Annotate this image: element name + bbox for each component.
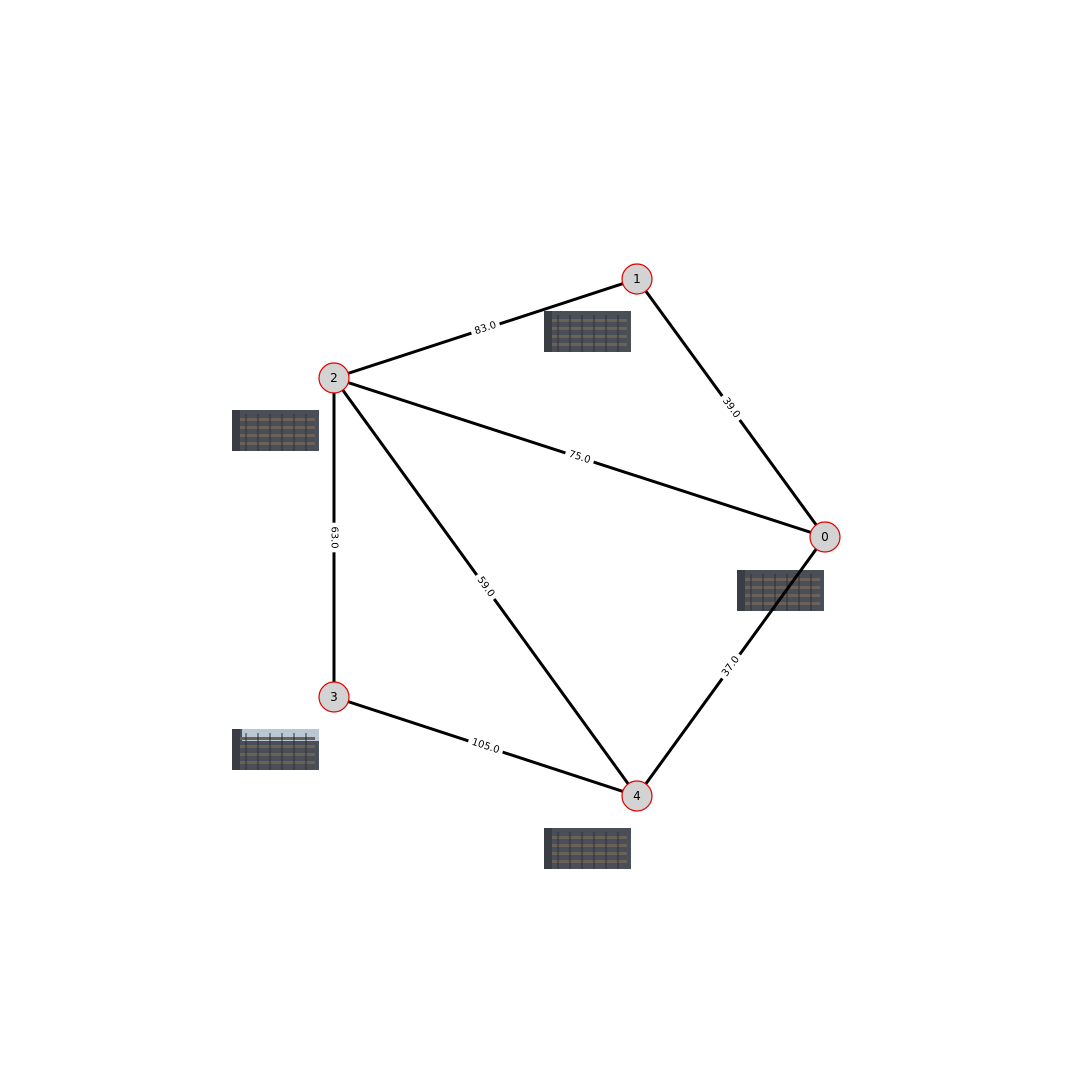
thumbnail-layer	[232, 311, 824, 869]
edge-2-4-label: 59.0	[471, 570, 500, 604]
node-0-label: 0	[821, 530, 829, 544]
node-2-label: 2	[330, 371, 338, 385]
node-2-circle	[318, 362, 350, 394]
node-2: 2	[318, 362, 350, 394]
node-1-label: 1	[633, 272, 641, 286]
node-0-circle	[809, 521, 841, 553]
node-4-circle	[621, 780, 653, 812]
node-4: 4	[621, 780, 653, 812]
edge-1-2-label: 83.0	[469, 317, 502, 340]
edge-label-layer: 83.0 39.0 75.0 63.0 59.0 37.0 105.0	[327, 317, 746, 759]
node-layer: 0 1 2 3 4	[318, 263, 841, 812]
node-2-thumbnail-image	[232, 410, 319, 451]
node-1: 1	[621, 263, 653, 295]
edge-weight-label: 63.0	[329, 526, 340, 548]
node-0: 0	[809, 521, 841, 553]
node-4-label: 4	[633, 789, 641, 803]
node-3-thumbnail-image	[232, 729, 319, 770]
node-3: 3	[318, 681, 350, 713]
edge-1-0-label: 39.0	[716, 391, 746, 425]
edge-layer	[332, 277, 827, 798]
node-4-thumbnail-image	[544, 828, 631, 869]
node-1-circle	[621, 263, 653, 295]
node-3-label: 3	[330, 690, 338, 704]
edge-2-3-label: 63.0	[327, 522, 341, 553]
edge-2-0-label: 75.0	[563, 446, 596, 469]
edge-0-4-label: 37.0	[716, 650, 746, 683]
node-3-circle	[318, 681, 350, 713]
node-0-thumbnail-image	[737, 570, 824, 611]
node-1-thumbnail-image	[544, 311, 631, 352]
edge-3-4-label: 105.0	[466, 734, 505, 759]
